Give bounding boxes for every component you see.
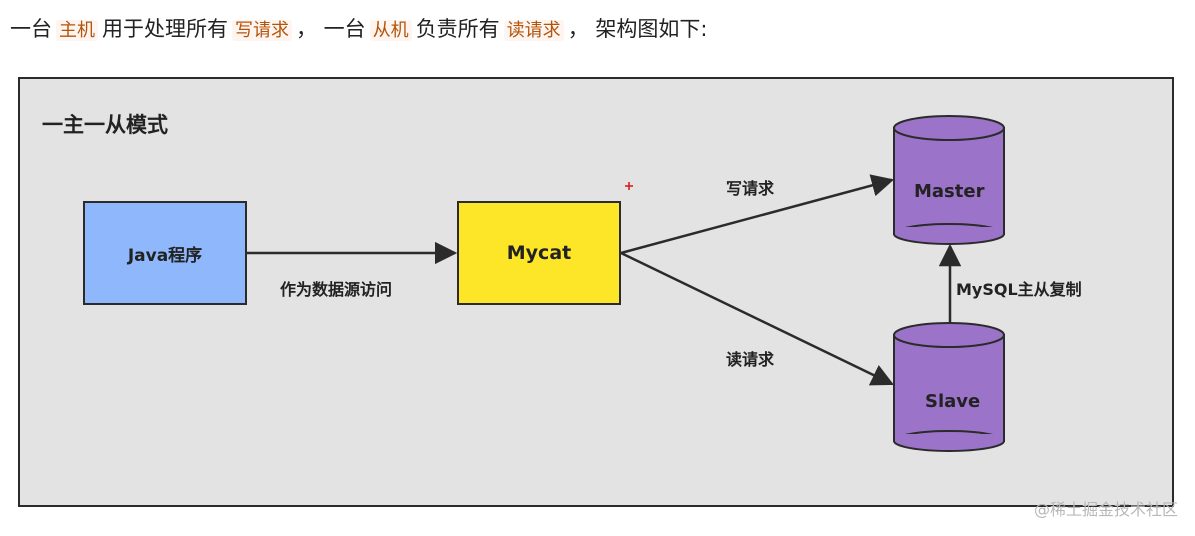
mycat-node: Mycat <box>457 201 621 305</box>
slave-db-cylinder <box>893 322 1005 452</box>
intro-part-1: 一台 <box>10 17 52 41</box>
datasource-edge-label: 作为数据源访问 <box>280 280 393 299</box>
master-label: Master <box>914 181 985 202</box>
read-edge-label: 读请求 <box>726 350 775 369</box>
edge-mycat-to-slave <box>620 251 895 386</box>
watermark: @稀土掘金技术社区 <box>1033 500 1178 519</box>
java-program-node: Java程序 <box>83 201 247 305</box>
cursor-cross-icon <box>625 182 633 190</box>
intro-text: 一台主机用于处理所有写请求， 一台从机负责所有读请求， 架构图如下: <box>10 14 707 46</box>
intro-part-3: ， 一台 <box>296 17 366 41</box>
highlight-read: 读请求 <box>503 20 564 41</box>
intro-part-5: ， 架构图如下: <box>567 17 708 41</box>
edge-mycat-to-master <box>620 174 895 255</box>
highlight-master: 主机 <box>56 20 98 41</box>
highlight-slave: 从机 <box>369 20 412 41</box>
diagram-title: 一主一从模式 <box>42 113 168 137</box>
diagram-connections <box>247 115 1005 452</box>
slave-label: Slave <box>925 391 981 412</box>
intro-part-2: 用于处理所有 <box>102 17 228 41</box>
architecture-diagram: 一主一从模式 <box>18 77 1174 507</box>
highlight-write: 写请求 <box>232 20 292 41</box>
intro-part-4: 负责所有 <box>415 17 500 41</box>
replication-edge-label: MySQL主从复制 <box>956 280 1082 299</box>
write-edge-label: 写请求 <box>726 179 775 198</box>
master-db-cylinder <box>893 115 1005 245</box>
